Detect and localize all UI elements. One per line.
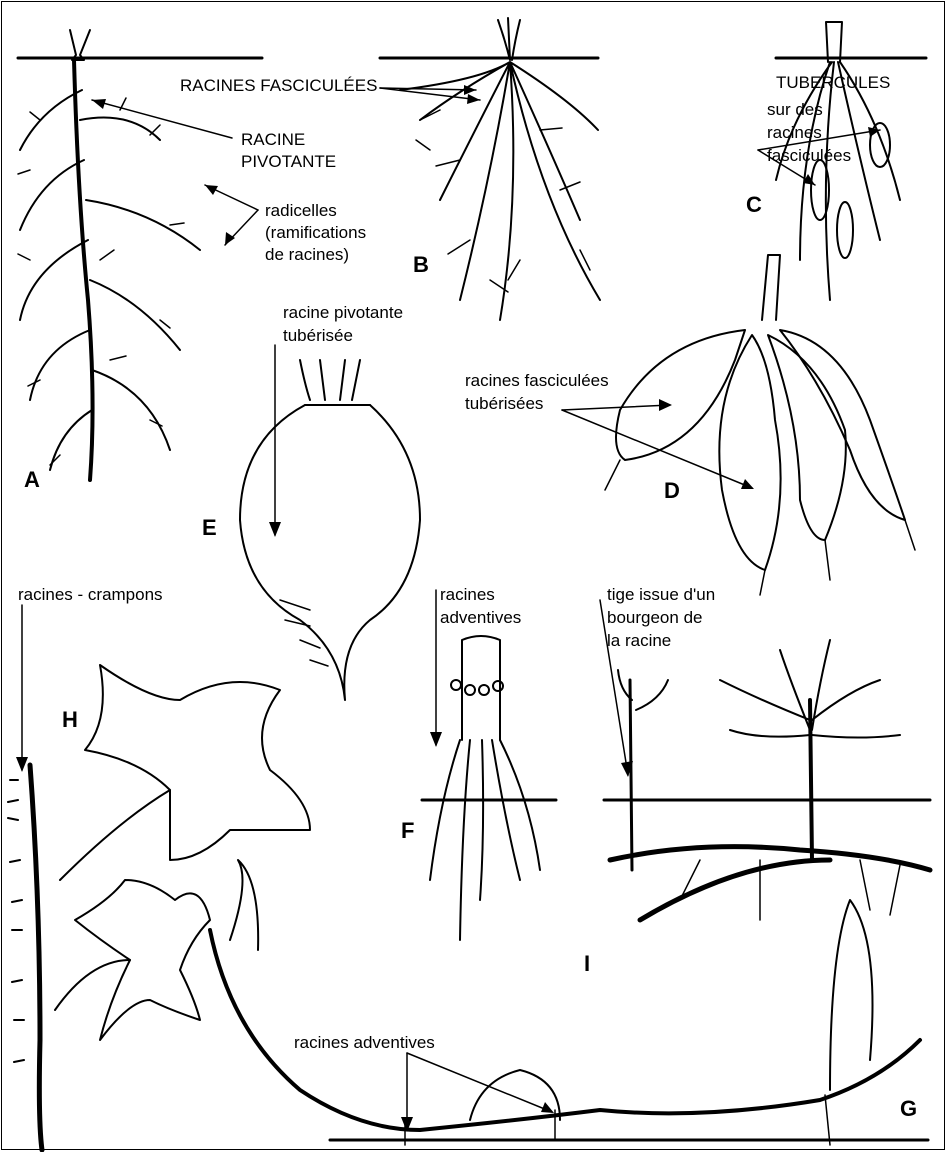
horizontal-root [610,847,930,920]
label-radicelles-1: radicelles [265,201,337,220]
fibrous-stem-base [498,18,520,60]
stolon-roots [405,1095,830,1145]
dahlia-tips [605,460,915,595]
label-racines-adventives-g: racines adventives [294,1033,435,1052]
corn-node-3 [479,685,489,695]
label-racines-fasciculees: RACINES FASCICULÉES [180,76,377,95]
arrow-tuberized-fibrous-2 [562,410,752,488]
stolon-leaf-3 [830,900,873,1090]
label-racine: RACINE [241,130,305,149]
label-adventives-f: adventives [440,608,521,627]
arrowhead-radicelles-2 [225,232,235,245]
main-shoot-stem [810,700,812,860]
ivy-crampons [8,780,24,1062]
arrowhead-tuberized-fibrous-1 [659,399,672,411]
letter-h: H [62,707,78,732]
letter-i: I [584,951,590,976]
corn-roots [430,740,540,940]
dahlia-tuber-2 [719,335,780,570]
label-tuberisees: tubérisées [465,394,543,413]
ivy-stem [30,765,42,1150]
tuber-swelling-3 [837,202,853,258]
label-fasciculees: fasciculées [767,146,851,165]
label-racines-fasciculees-tub: racines fasciculées [465,371,609,390]
letter-b: B [413,252,429,277]
small-shoot-stem [630,680,632,870]
label-radicelles-2: (ramifications [265,223,366,242]
adventitious-roots-drawing [430,636,540,940]
label-tuberisee: tubérisée [283,326,353,345]
small-shoot-leaves [618,670,668,710]
beet-rootlets [280,600,328,666]
beet-leaves [300,360,360,400]
arrow-tuberized-fibrous-1 [562,405,670,410]
letter-a: A [24,467,40,492]
label-la-racine: la racine [607,631,671,650]
arrowhead-fibrous-2 [467,94,480,104]
root-bud-drawing [610,640,930,920]
letter-f: F [401,818,414,843]
tuber-stem [826,22,842,62]
label-sur-des: sur des [767,100,823,119]
label-radicelles-3: de racines) [265,245,349,264]
creeping-stem-drawing [210,860,920,1145]
arrowhead-tuberized-taproot [269,522,281,537]
ivy-leaf-2 [75,880,210,1040]
fibrous-roots-drawing [400,18,600,320]
corn-node-4 [493,681,503,691]
taproot-rootlets [18,98,184,465]
label-tubercules: TUBERCULES [776,73,890,92]
dahlia-stem [762,255,780,320]
letter-c: C [746,192,762,217]
fibrous-main-roots [400,62,600,320]
label-racines: racines [767,123,822,142]
label-pivotante: PIVOTANTE [241,152,336,171]
label-bourgeon: bourgeon de [607,608,702,627]
letter-g: G [900,1096,917,1121]
stolon-leaf-1 [230,860,258,950]
label-racines-f: racines [440,585,495,604]
arrow-taproot [92,100,232,138]
arrowhead-taproot [92,99,106,109]
label-racines-crampons: racines - crampons [18,585,163,604]
ivy-leaf-1 [85,665,310,860]
arrowhead-adventives-g-2 [541,1102,554,1113]
root-rootlets [680,860,900,920]
stolon-stem [210,930,920,1130]
taproot-stem-base [70,30,90,60]
fibrous-rootlets [416,110,590,292]
arrow-adventives-g-2 [407,1053,552,1112]
taproot-branches [20,90,200,470]
label-tige-issue: tige issue d'un [607,585,715,604]
letter-d: D [664,478,680,503]
label-racine-pivotante: racine pivotante [283,303,403,322]
ivy-petiole-1 [60,790,170,880]
tuberized-taproot-drawing [240,360,420,700]
tuberized-fibrous-drawing [605,255,915,595]
beet-body [240,405,420,700]
letter-e: E [202,515,217,540]
taproot-drawing [18,30,200,480]
corn-node-1 [451,680,461,690]
tuber-root-strands [776,62,900,300]
arrowhead-crampons [16,757,28,772]
ivy-drawing [8,665,310,1150]
corn-node-2 [465,685,475,695]
stolon-leaf-2 [470,1070,560,1120]
arrowhead-adventives-f [430,732,442,747]
